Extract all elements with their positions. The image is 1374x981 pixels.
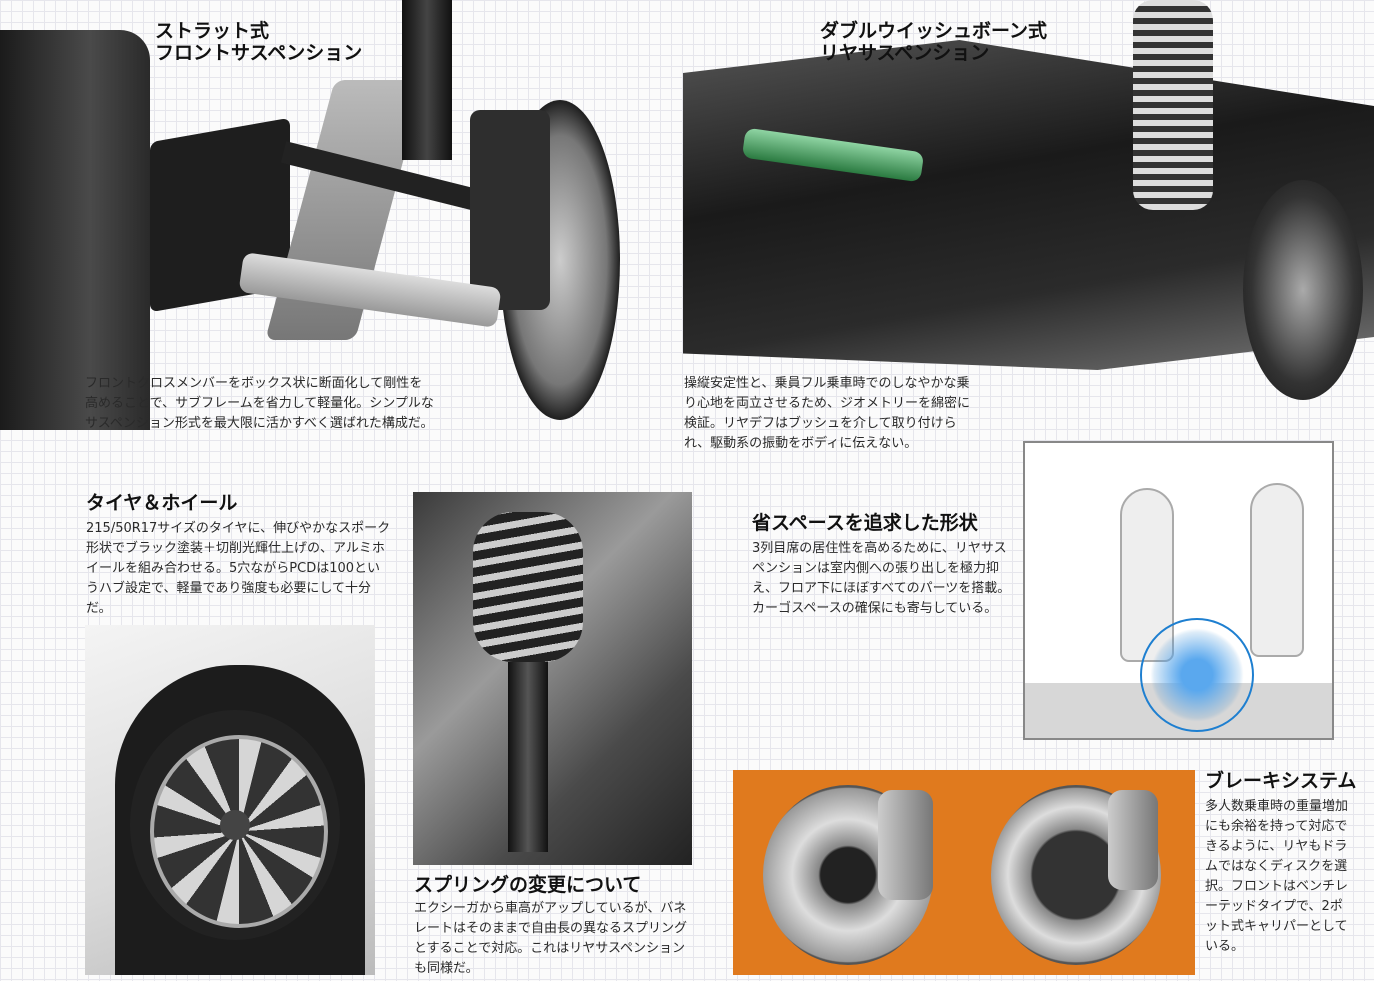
space-saving-title: 省スペースを追求した形状 bbox=[752, 512, 978, 534]
seat-layout-diagram bbox=[1023, 441, 1334, 740]
space-saving-text: 3列目席の居住性を高めるために、リヤサスペンションは室内側への張り出しを極力抑え… bbox=[752, 541, 1011, 616]
rear-suspension-photo bbox=[683, 0, 1374, 410]
brake-photo bbox=[733, 770, 1195, 975]
wheel-photo bbox=[85, 625, 375, 975]
rear-suspension-highlight bbox=[1140, 618, 1254, 732]
front-suspension-text: フロントクロスメンバーをボックス状に断面化して剛性を高めることで、サブフレームを… bbox=[85, 376, 434, 431]
rear-suspension-title: ダブルウイッシュボーン式 リヤサスペンション bbox=[820, 20, 1048, 64]
front-suspension-title: ストラット式 フロントサスペンション bbox=[155, 20, 363, 64]
spring-title: スプリングの変更について bbox=[414, 874, 642, 896]
tire-wheel-title: タイヤ＆ホイール bbox=[86, 492, 238, 514]
spring-photo bbox=[413, 492, 692, 865]
brake-text: 多人数乗車時の重量増加にも余裕を持って対応できるように、リヤもドラムではなくディ… bbox=[1205, 799, 1349, 954]
rear-suspension-text: 操縦安定性と、乗員フル乗車時でのしなやかな乗り心地を両立させるため、ジオメトリー… bbox=[684, 376, 971, 451]
spring-text: エクシーガから車高がアップしているが、バネレートはそのままで自由長の異なるスプリ… bbox=[414, 901, 688, 976]
brake-title: ブレーキシステム bbox=[1205, 770, 1357, 792]
front-suspension-photo bbox=[0, 0, 680, 435]
tire-wheel-text: 215/50R17サイズのタイヤに、伸びやかなスポーク形状でブラック塗装＋切削光… bbox=[86, 521, 391, 616]
